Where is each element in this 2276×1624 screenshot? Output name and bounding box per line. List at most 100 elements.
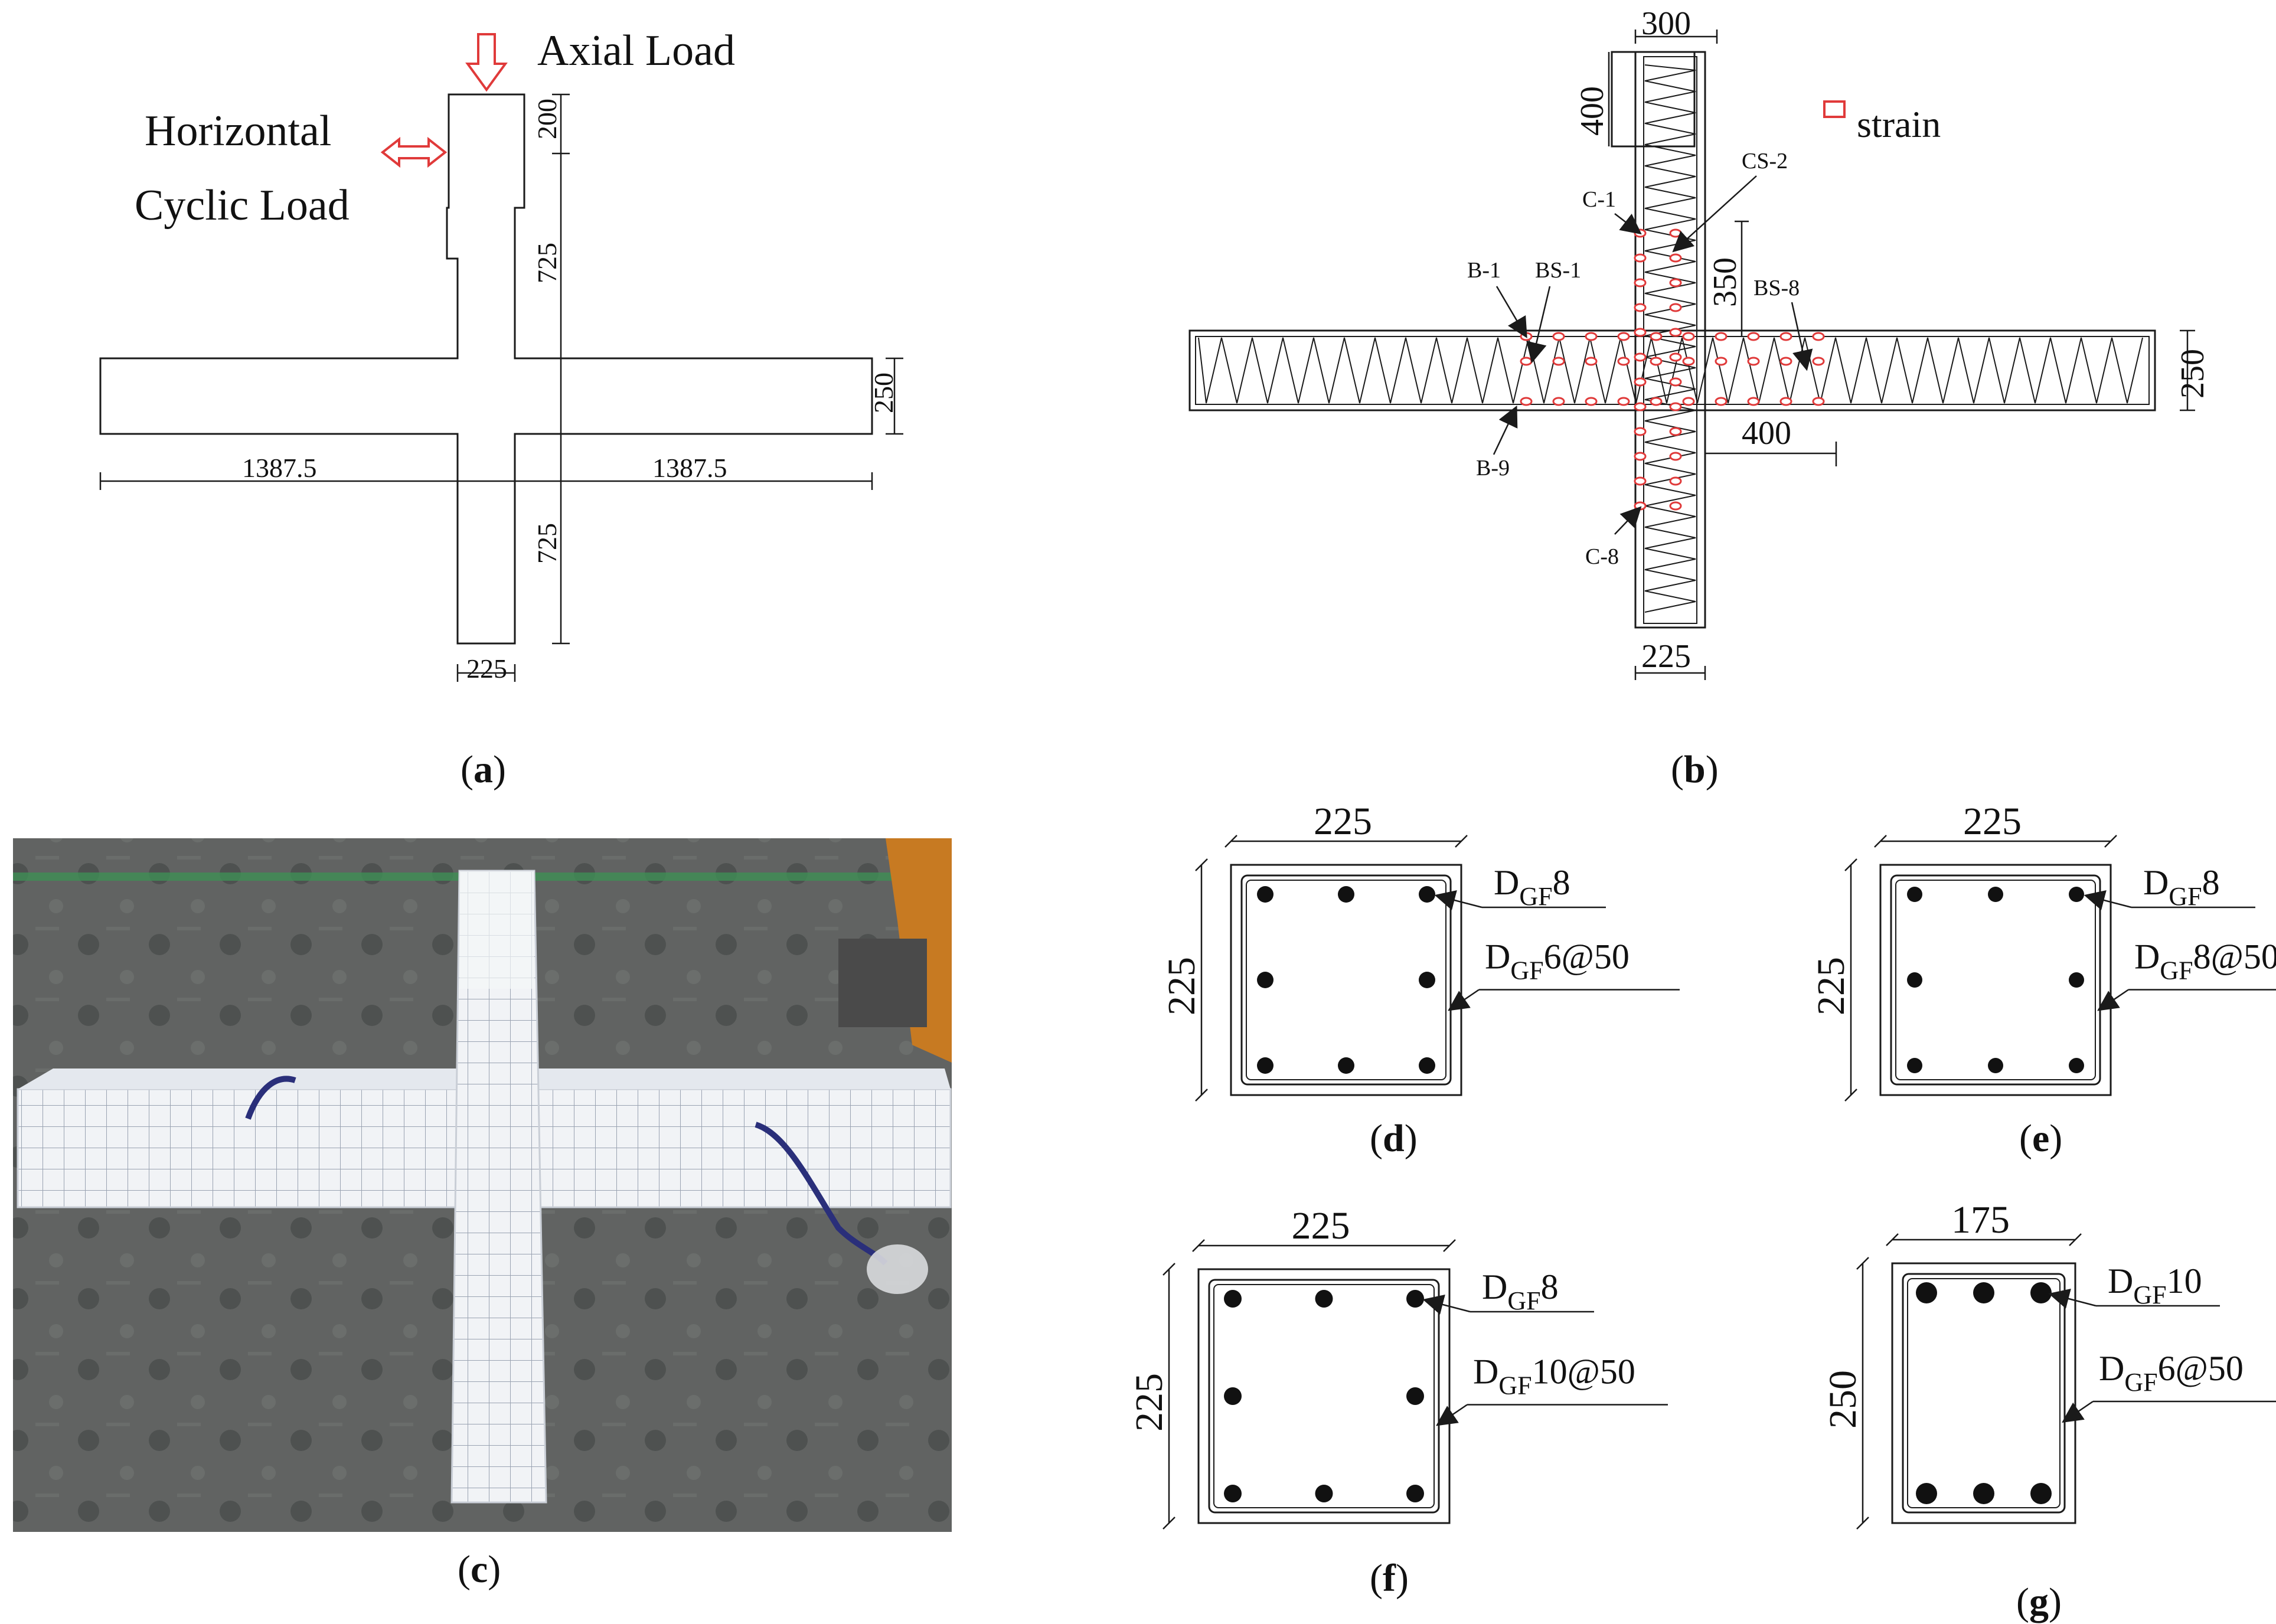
rebar (1338, 886, 1354, 903)
dim-a-left-1387: 1387.5 (242, 453, 317, 483)
strain-gauge-mark (1669, 501, 1682, 511)
strain-gauge-mark (1779, 397, 1792, 406)
stirrup-inner (1246, 880, 1446, 1080)
strain-gauge-mark (1682, 332, 1695, 341)
rebar (2030, 1483, 2052, 1504)
caption-d: (d) (1370, 1117, 1418, 1160)
section-height-dim: 225 (1128, 1373, 1171, 1432)
strain-gauge-mark (1812, 332, 1825, 341)
gauge-label-b1: B-1 (1467, 258, 1501, 283)
photo-cable-right (755, 1122, 888, 1266)
strain-gauge-mark (1634, 377, 1647, 387)
section-height-dim: 250 (1821, 1370, 1864, 1429)
dim-b-head-400: 400 (1574, 86, 1611, 136)
strain-gauge-mark (1617, 357, 1630, 366)
strain-gauge-mark (1617, 332, 1630, 341)
strain-gauge-mark (1682, 357, 1695, 366)
strain-gauge-mark (1634, 452, 1647, 461)
rebar (1988, 887, 2003, 902)
caption-a: (a) (461, 748, 506, 791)
stirrup-label: DGF6@50 (1485, 937, 1630, 985)
dim-a-lower-725: 725 (532, 523, 562, 564)
strain-gauge-mark (1669, 303, 1682, 312)
long-bar-label: DGF8 (2143, 863, 2220, 911)
strain-gauge-mark (1747, 332, 1760, 341)
strain-gauge-mark (1552, 357, 1565, 366)
strain-gauge-mark (1634, 402, 1647, 411)
strain-gauge-mark (1715, 397, 1728, 406)
gauge-label-bs1: BS-1 (1535, 258, 1581, 283)
strain-gauge-mark (1650, 397, 1663, 406)
section-width-dim: 225 (1963, 800, 2022, 843)
strain-gauge-mark (1669, 352, 1682, 362)
horizontal-load-label-2: Cyclic Load (135, 181, 350, 230)
rebar (2030, 1282, 2052, 1303)
strain-gauge-mark (1715, 332, 1728, 341)
strain-gauge-mark (1747, 397, 1760, 406)
dim-a-bottom-225: 225 (466, 653, 507, 684)
strain-gauge-mark (1682, 397, 1695, 406)
rebar (2069, 887, 2084, 902)
rebar (1338, 1057, 1354, 1074)
strain-gauges (1520, 228, 1825, 511)
strain-gauge-mark (1634, 278, 1647, 287)
section-outline (1879, 864, 2112, 1096)
strain-gauge-mark (1669, 402, 1682, 411)
rebar (1406, 1290, 1424, 1308)
strain-gauge-mark (1669, 452, 1682, 461)
stirrup-outer (1890, 874, 2101, 1086)
stirrup-outer (1208, 1279, 1440, 1514)
rebar (1973, 1282, 1994, 1303)
rebar (1406, 1485, 1424, 1502)
strain-gauge-mark (1669, 377, 1682, 387)
beam-stirrups (1198, 337, 2143, 404)
beam-body (1188, 329, 2156, 411)
strain-gauge-mark (1634, 328, 1647, 337)
strain-gauge-mark (1747, 357, 1760, 366)
axial-load-label: Axial Load (537, 27, 735, 75)
dim-a-upper-725: 725 (532, 243, 562, 283)
caption-g: (g) (2016, 1580, 2062, 1623)
rebar (1224, 1387, 1242, 1405)
strain-gauge-mark (1617, 397, 1630, 406)
dim-b-gap-350: 350 (1707, 257, 1743, 307)
rebar (2069, 1058, 2084, 1073)
rebar (1916, 1483, 1937, 1504)
gauge-label-c8: C-8 (1585, 544, 1619, 569)
rebar (1907, 972, 1922, 988)
strain-gauge-mark (1779, 357, 1792, 366)
rebar (1315, 1290, 1333, 1308)
dim-b-right-400: 400 (1742, 415, 1791, 452)
stirrup-outer (1902, 1273, 2066, 1514)
panel-c-specimen-photo: (c) (13, 838, 952, 1591)
strain-gauge-mark (1650, 332, 1663, 341)
rebar (1224, 1485, 1242, 1502)
dim-a-top-200: 200 (532, 99, 562, 139)
stirrup-inner (1895, 880, 2096, 1080)
caption-e: (e) (2019, 1117, 2062, 1160)
strain-gauge-mark (1715, 357, 1728, 366)
caption-b: (b) (1671, 748, 1719, 791)
horizontal-load-arrow (380, 136, 448, 168)
photo-cable-left (245, 1076, 296, 1120)
rebar (1224, 1290, 1242, 1308)
section-outline (1891, 1262, 2076, 1524)
rebar (1257, 886, 1273, 903)
section-width-dim: 225 (1314, 800, 1372, 843)
rebar (1257, 972, 1273, 988)
strain-gauge-mark (1669, 427, 1682, 436)
rebar (1916, 1282, 1937, 1303)
strain-gauge-mark (1812, 397, 1825, 406)
rebar (1406, 1387, 1424, 1405)
gauge-label-cs2: CS-2 (1742, 149, 1788, 174)
rebar (2069, 972, 2084, 988)
long-bar-label: DGF8 (1482, 1267, 1559, 1315)
strain-gauge-mark (1669, 328, 1682, 337)
strain-gauge-mark (1634, 476, 1647, 486)
rebar (1315, 1485, 1333, 1502)
strain-gauge-mark (1585, 357, 1598, 366)
gauge-label-c1: C-1 (1582, 187, 1616, 212)
